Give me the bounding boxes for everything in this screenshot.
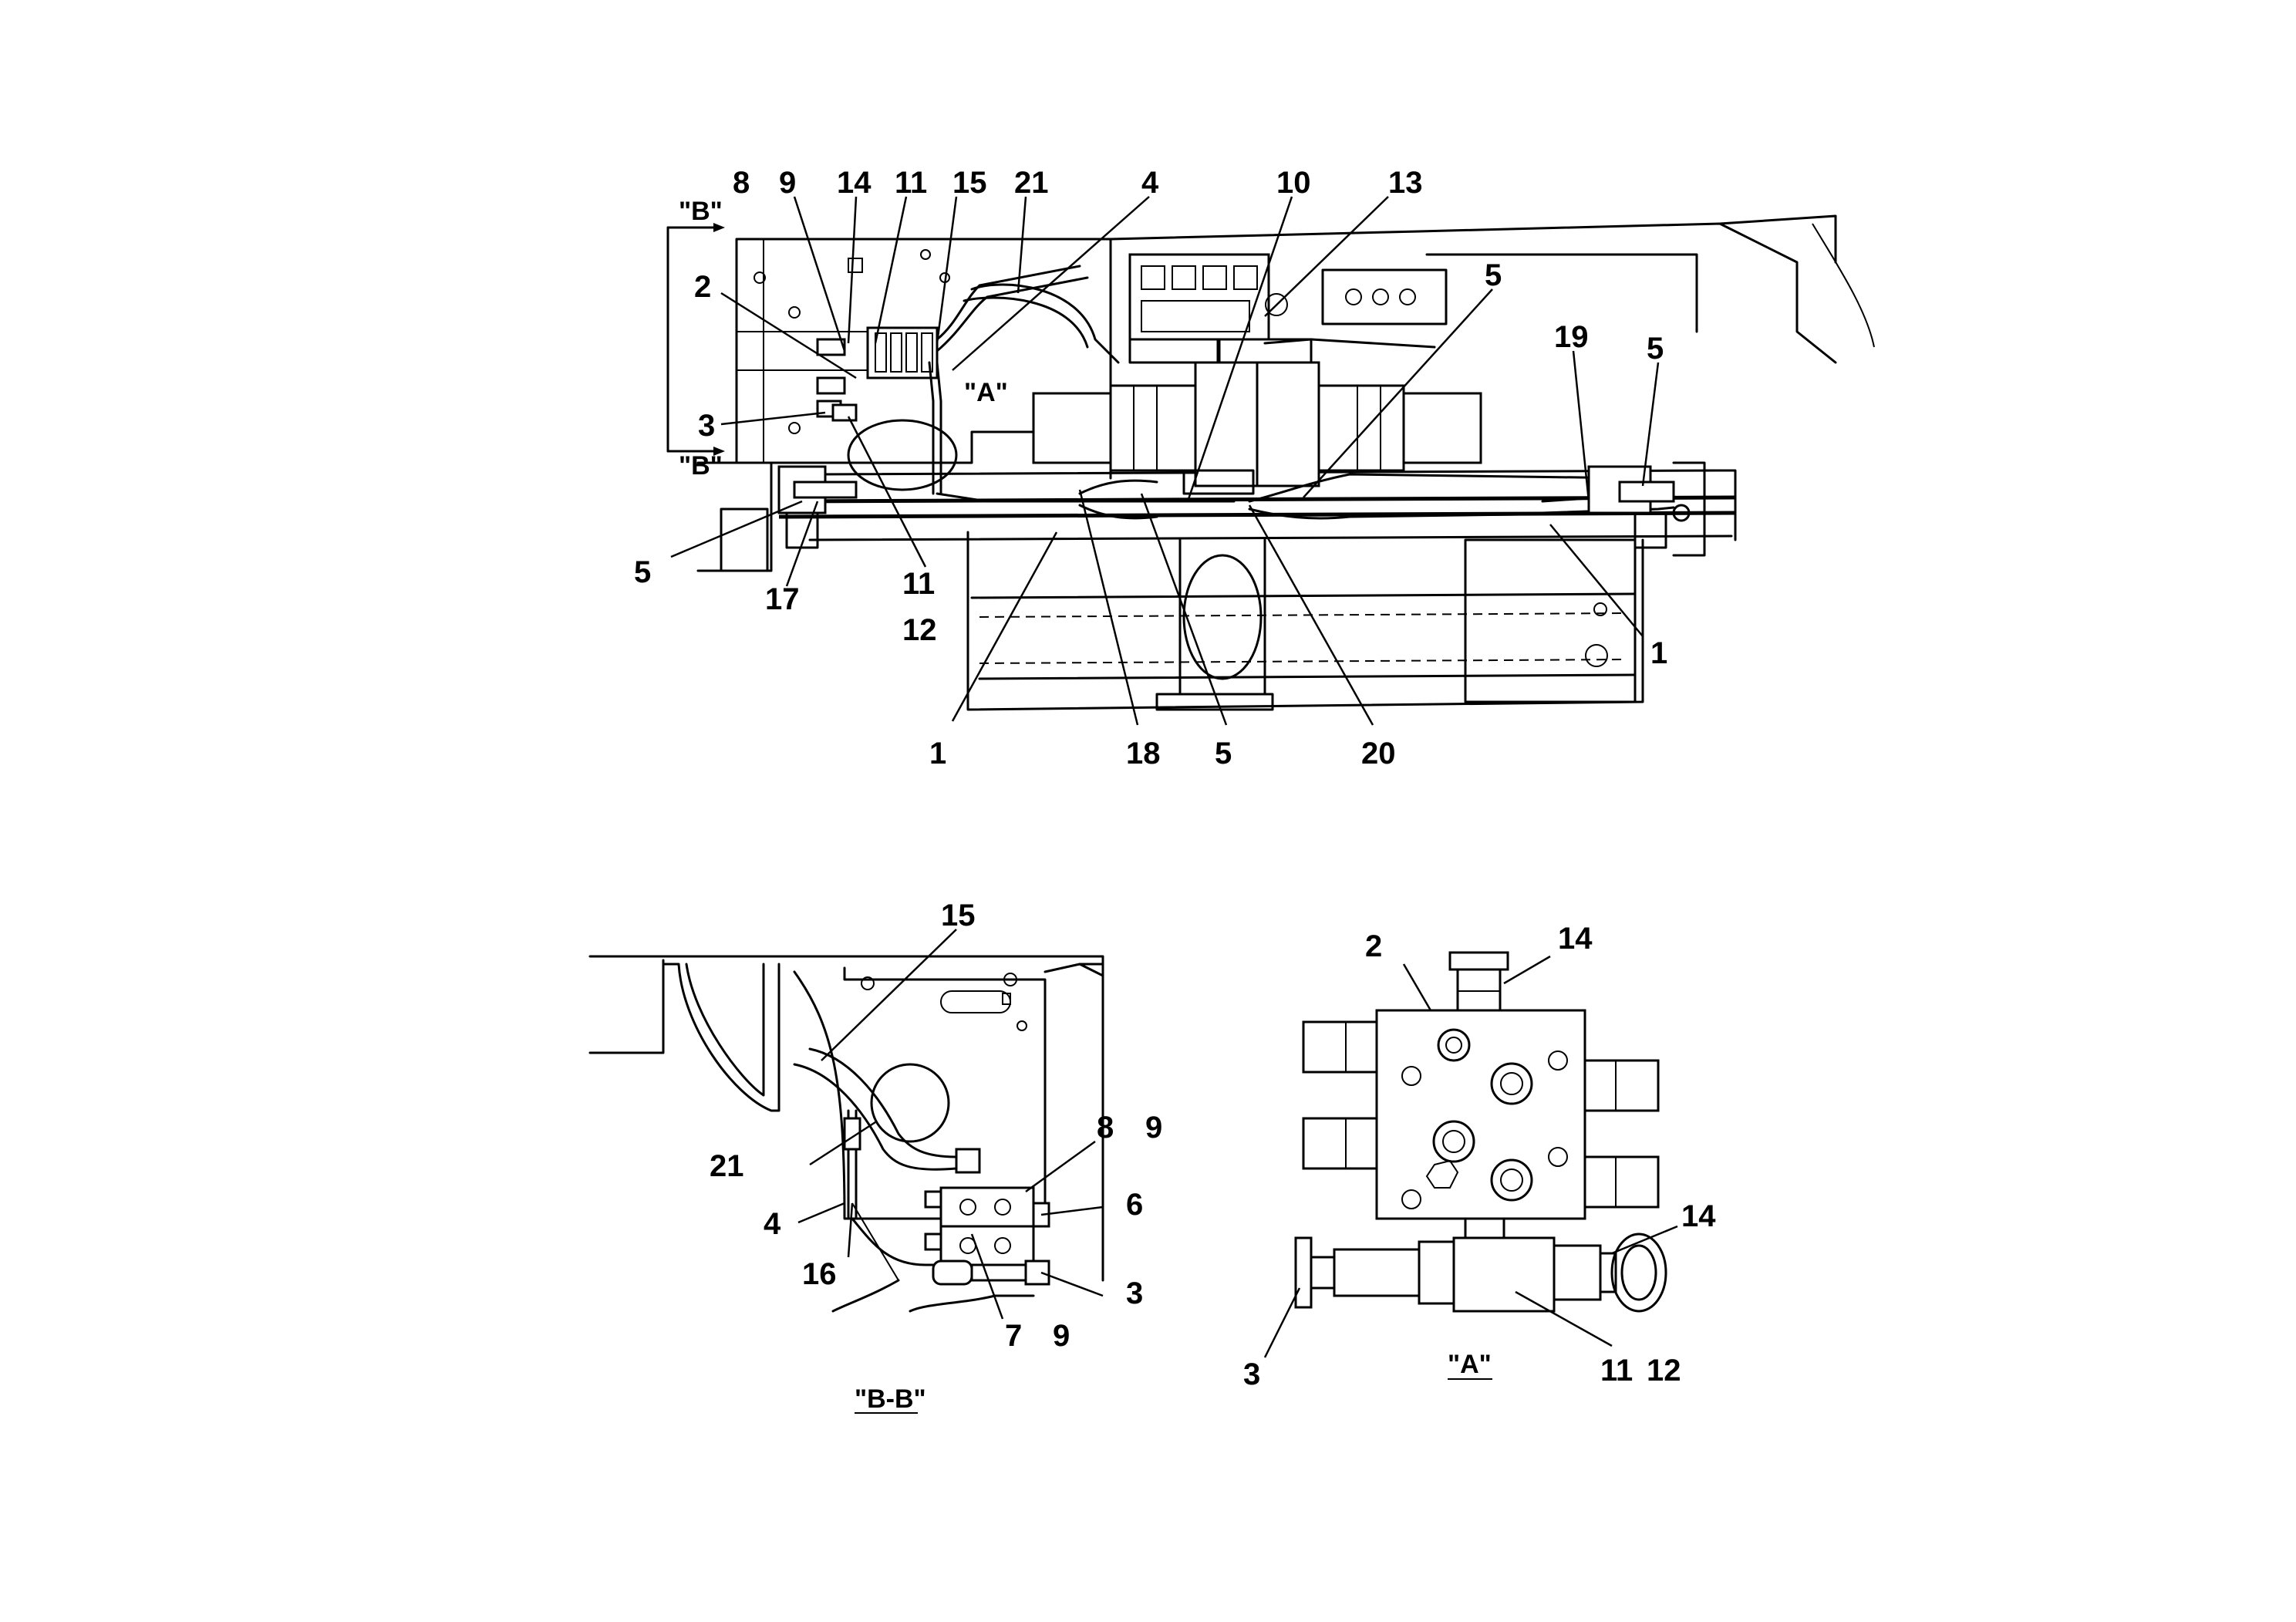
callout: 8: [733, 166, 750, 200]
callout: 4: [1141, 166, 1159, 200]
callout: 12: [902, 613, 937, 647]
callout: 4: [764, 1207, 781, 1241]
callout: 14: [1558, 922, 1593, 956]
callout: 9: [779, 166, 796, 200]
callout: 8: [1097, 1111, 1114, 1145]
callout: 2: [1365, 929, 1382, 963]
callout: 9: [1145, 1111, 1162, 1145]
right-end-bracket: [1587, 465, 1691, 549]
callout: 15: [952, 166, 987, 200]
callout: 21: [710, 1149, 744, 1183]
left-manifold: [816, 326, 939, 422]
callout: 9: [1053, 1319, 1070, 1353]
callout: 3: [1243, 1357, 1260, 1391]
callout: 13: [1388, 166, 1423, 200]
callout: 1: [929, 737, 946, 771]
callout: 11: [895, 166, 927, 200]
hose-routing: [928, 265, 1675, 520]
callout: 18: [1126, 737, 1161, 771]
callout: 21: [1014, 166, 1049, 200]
callout: 14: [837, 166, 872, 200]
callout: 10: [1276, 166, 1311, 200]
callout: 2: [694, 270, 711, 304]
view-a-title: "A": [1448, 1350, 1492, 1379]
callout: 1: [1650, 636, 1667, 670]
callout: 15: [941, 899, 976, 932]
callout: 6: [1126, 1188, 1143, 1222]
callout: 5: [1215, 737, 1232, 771]
callout: 11: [1600, 1354, 1633, 1388]
section-b-marker: [666, 223, 725, 456]
callout: 11: [902, 567, 935, 601]
callout: 3: [1126, 1276, 1143, 1310]
callout: 14: [1681, 1199, 1716, 1233]
section-b-label-bottom: "B": [679, 451, 723, 481]
callout: 16: [802, 1257, 837, 1291]
callout: 5: [634, 555, 651, 589]
drive-motor-assembly: [1032, 339, 1482, 495]
callout: 5: [1485, 258, 1502, 292]
view-b-b-title: "B-B": [855, 1384, 926, 1414]
section-b-label-top: "B": [679, 197, 723, 226]
control-valve-block: [1128, 253, 1448, 364]
left-end-bracket: [777, 465, 858, 549]
callout: 12: [1647, 1354, 1681, 1388]
view-b-b: 15 8 9 21 6 4 16 3 7 9 "B-B": [588, 899, 1162, 1414]
main-view-leaders: [670, 196, 1660, 726]
main-view: "B" "B" "A" 8 9 14 11 15 21 4 10 13 5 19…: [634, 166, 1875, 771]
main-view-callouts: "B" "B" "A" 8 9 14 11 15 21 4 10 13 5 19…: [634, 166, 1667, 771]
callout: 17: [765, 582, 800, 616]
callout: 3: [698, 409, 715, 443]
callout: 7: [1005, 1319, 1022, 1353]
detail-a-marker: "A": [964, 378, 1008, 407]
callout: 19: [1554, 320, 1589, 354]
port-circles: [1401, 1028, 1568, 1209]
callout: 20: [1361, 737, 1396, 771]
view-a: 2 14 14 3 11 12 "A": [1243, 922, 1716, 1391]
callout: 5: [1647, 332, 1664, 366]
